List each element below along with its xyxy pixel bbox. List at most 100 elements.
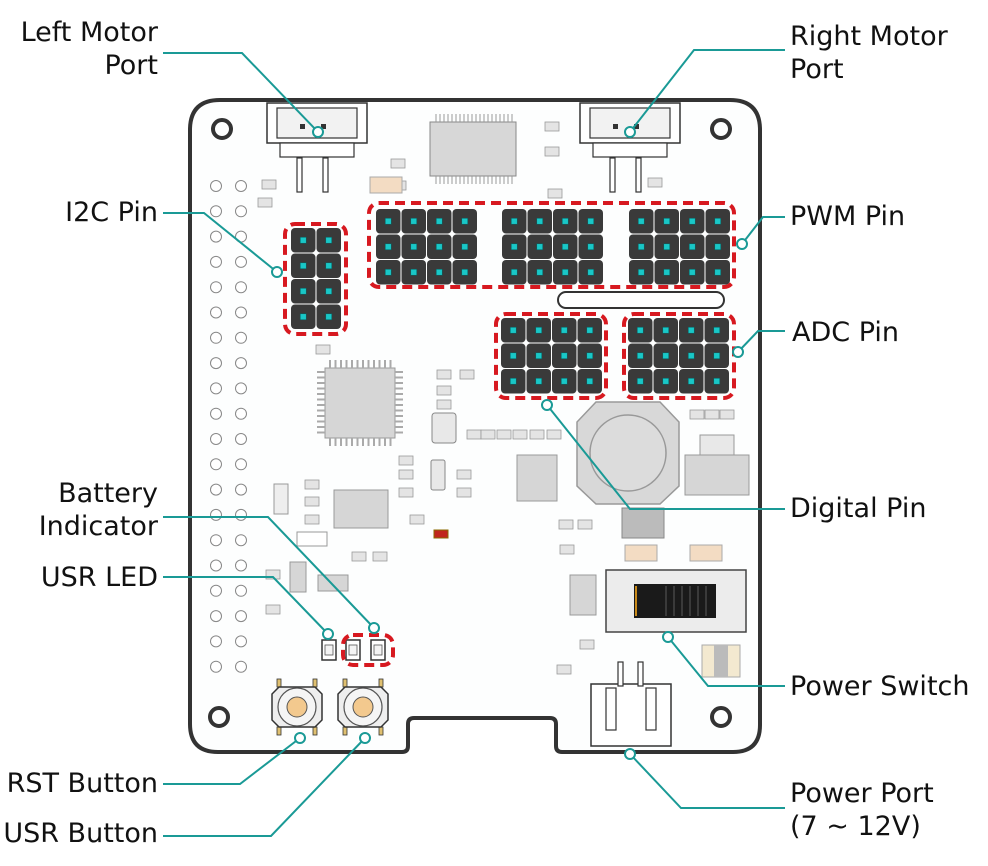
smd-passive (577, 519, 593, 530)
gpio-hole (210, 559, 222, 572)
label-rst-button: RST Button (6, 768, 158, 799)
pin-contact (714, 243, 722, 251)
gpio-hole (210, 584, 222, 597)
leader-usr-button-dot (359, 732, 371, 744)
gpio-hole (235, 205, 247, 218)
tantalum-cap (624, 544, 658, 562)
pin-contact (435, 268, 443, 276)
usr-button (337, 678, 389, 736)
mounting-hole (710, 706, 732, 728)
pin-contact (586, 377, 594, 385)
smd-passive (436, 399, 452, 410)
smd-passive (480, 429, 496, 440)
smd-passive (496, 429, 512, 440)
gpio-hole (235, 483, 247, 496)
leader-pwm-pin (741, 216, 785, 245)
smd-passive (409, 514, 425, 525)
button-lead (342, 678, 348, 688)
leader-left-motor-port-dot (312, 126, 324, 138)
smd-passive (304, 496, 320, 507)
smd-passive (544, 146, 560, 157)
gpio-hole (235, 508, 247, 521)
adc-pin-grid (628, 318, 729, 394)
leader-power-port (629, 753, 785, 809)
button-lead (342, 726, 348, 736)
leader-usr-button (163, 737, 366, 837)
pin-contact (509, 352, 517, 360)
pin-contact (325, 313, 333, 321)
fuse-body (714, 645, 728, 677)
smd-passive (689, 409, 705, 420)
gpio-hole (210, 508, 222, 521)
pin-contact (713, 326, 721, 334)
pin-contact (384, 217, 392, 225)
pin-contact (299, 313, 307, 321)
pin-contact (637, 268, 645, 276)
crystal (431, 412, 457, 444)
pin-contact (688, 217, 696, 225)
power-connector-slot (605, 687, 617, 731)
pwm-pin-grid-1 (376, 209, 477, 285)
soic-chip (516, 454, 558, 502)
gpio-hole (210, 357, 222, 370)
pin-contact (560, 326, 568, 334)
mounting-hole (211, 118, 233, 140)
smd-passive (304, 479, 320, 490)
pin-contact (435, 243, 443, 251)
label-battery-indicator: Battery Indicator (38, 478, 158, 542)
gpio-hole (210, 230, 222, 243)
leader-battery-indicator (163, 516, 375, 629)
pin-contact (461, 243, 469, 251)
leader-i2c-pin-dot (271, 266, 283, 278)
smd-passive (257, 197, 273, 208)
connector-contact (634, 124, 639, 129)
gpio-hole (210, 205, 222, 218)
pin-contact (663, 243, 671, 251)
pin-contact (535, 352, 543, 360)
pin-contact (461, 217, 469, 225)
smd-passive (265, 604, 281, 615)
gpio-hole (235, 382, 247, 395)
gpio-hole (235, 584, 247, 597)
tantalum-cap (689, 544, 723, 562)
tantalum-cap (369, 176, 403, 194)
pin-contact (586, 352, 594, 360)
button-lead (276, 726, 282, 736)
button-lead (312, 678, 318, 688)
leader-usr-led-dot (322, 628, 334, 640)
pin-contact (536, 217, 544, 225)
pin-contact (688, 243, 696, 251)
smd-passive (459, 369, 475, 380)
smd-resistor-large (296, 531, 328, 547)
connector-base (592, 142, 668, 158)
leader-digital-pin (546, 404, 785, 510)
smd-passive (556, 664, 572, 675)
leader-right-motor-port-dot (624, 126, 636, 138)
pin-contact (636, 352, 644, 360)
pin-contact (410, 268, 418, 276)
right-motor-connector (579, 102, 681, 193)
smd-passive (304, 514, 320, 525)
leader-rst-button (163, 737, 301, 785)
pin-contact (461, 268, 469, 276)
pin-contact (687, 377, 695, 385)
pin-contact (662, 377, 670, 385)
pin-contact (560, 377, 568, 385)
button-cap (286, 696, 308, 718)
diode (621, 507, 665, 539)
pin-contact (688, 268, 696, 276)
driver-ic (429, 121, 517, 177)
connector-contact (300, 124, 305, 129)
leader-usr-led (163, 576, 329, 635)
smd-passive (351, 551, 367, 562)
label-power-port: Power Port (7 ~ 12V) (790, 778, 934, 842)
gpio-hole (235, 255, 247, 268)
label-usr-button: USR Button (3, 818, 158, 849)
pin-contact (561, 217, 569, 225)
smd-passive (544, 121, 560, 132)
gpio-hole (210, 635, 222, 648)
leader-power-switch (667, 636, 785, 687)
button-cap (352, 696, 374, 718)
pwm-pin-grid-3 (629, 209, 730, 285)
